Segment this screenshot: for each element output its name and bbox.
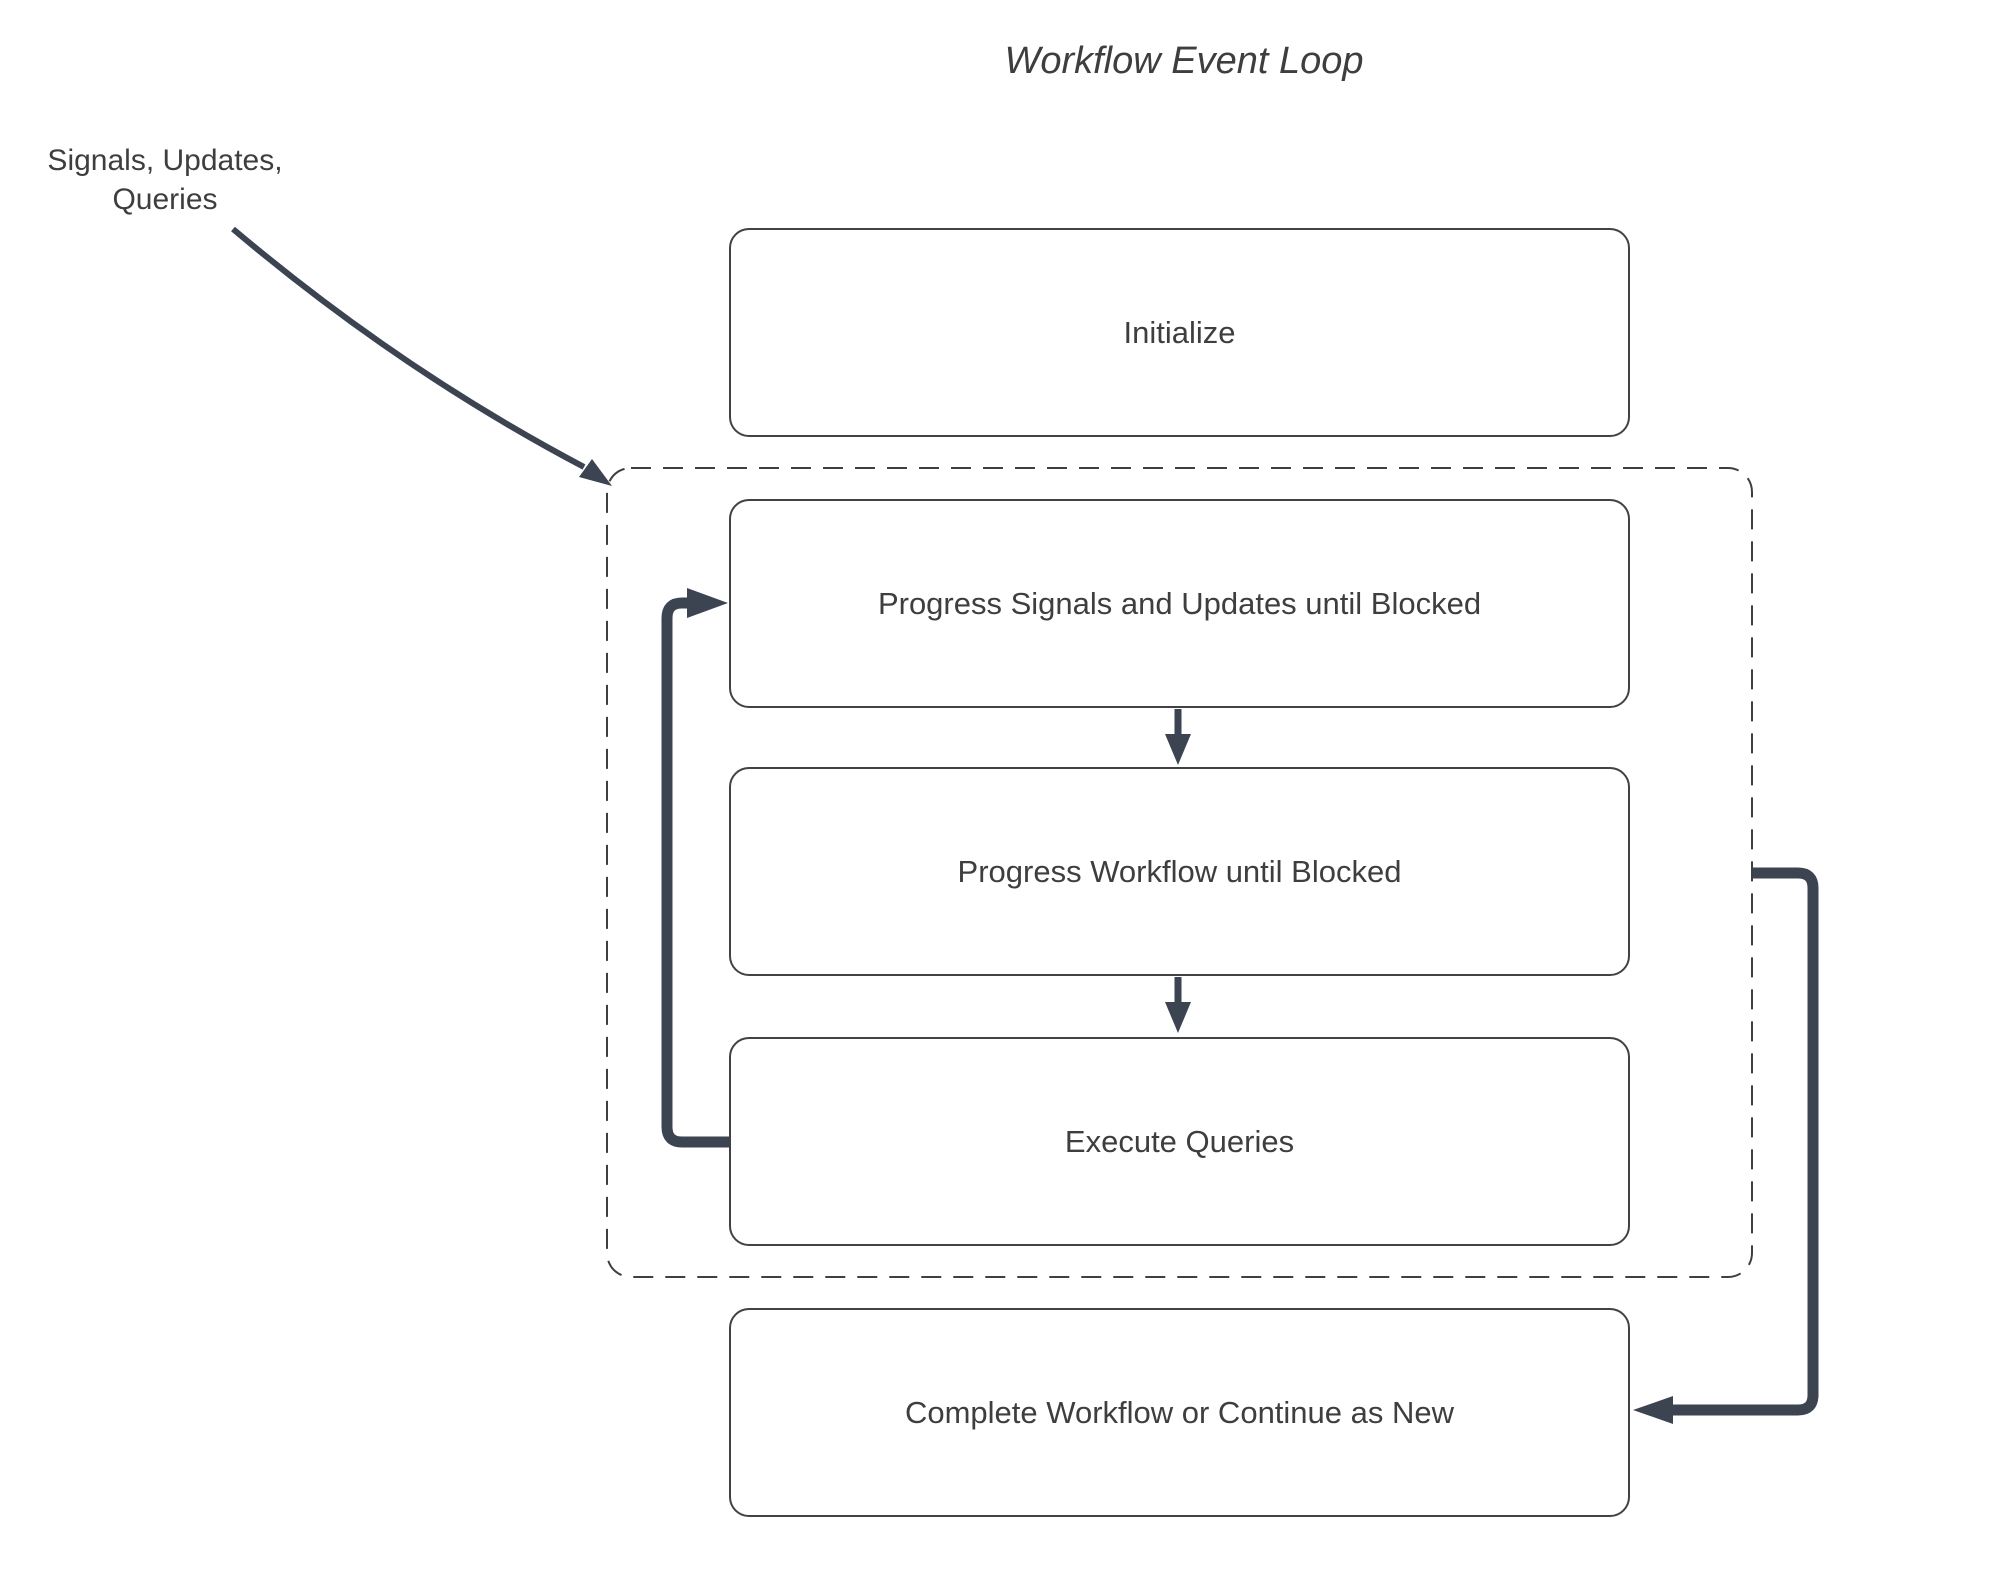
node-initialize: Initialize <box>729 228 1630 437</box>
diagram-title: Workflow Event Loop <box>1004 40 1364 82</box>
arrow-event-loop-to-complete <box>1673 867 1819 1416</box>
loop-back-arrow-head <box>687 588 728 618</box>
arrow-signals-to-event-loop <box>231 226 586 470</box>
node-progress-signals: Progress Signals and Updates until Block… <box>729 499 1630 708</box>
node-initialize-label: Initialize <box>1123 314 1236 350</box>
annotation-line-1: Signals, Updates, <box>47 144 283 177</box>
arrow-progress-workflow-to-execute-queries-head <box>1165 1002 1191 1033</box>
loop-back-arrow <box>661 597 729 1148</box>
node-execute-queries: Execute Queries <box>729 1037 1630 1246</box>
node-complete-label: Complete Workflow or Continue as New <box>904 1394 1455 1430</box>
node-complete: Complete Workflow or Continue as New <box>729 1308 1630 1517</box>
event-loop-group-dashed-border <box>606 467 1753 1278</box>
annotation-line-2: Queries <box>112 183 218 216</box>
arrow-signals-to-event-loop-head <box>579 459 612 486</box>
node-progress-workflow: Progress Workflow until Blocked <box>729 767 1630 976</box>
arrow-progress-signals-to-progress-workflow-head <box>1165 734 1191 765</box>
node-execute-queries-label: Execute Queries <box>1064 1123 1295 1159</box>
node-progress-signals-label: Progress Signals and Updates until Block… <box>877 585 1482 621</box>
arrow-event-loop-to-complete-head <box>1633 1396 1673 1424</box>
node-progress-workflow-label: Progress Workflow until Blocked <box>957 853 1402 889</box>
signals-updates-queries-label: Signals, Updates, Queries <box>47 141 282 219</box>
